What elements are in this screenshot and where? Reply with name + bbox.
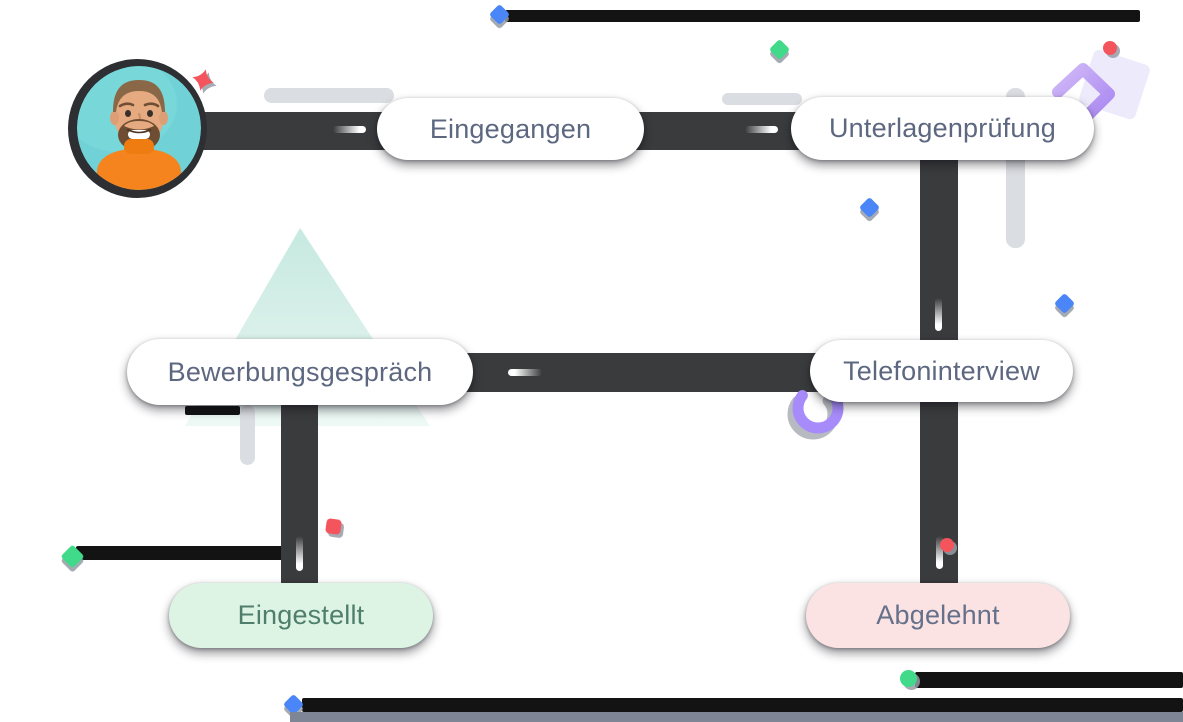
black-line-decoration [76,546,301,560]
road-dash [296,536,303,571]
stage-label: Bewerbungsgespräch [167,356,433,387]
stage-label: Eingegangen [429,113,592,144]
stage-label: Eingestellt [237,600,365,630]
road-dash [935,298,942,331]
red-star-decoration [192,69,214,91]
stage-pill-eingegangen: Eingegangen [377,98,644,160]
red-square-decoration [325,518,342,535]
road-dash [936,536,943,569]
applicant-avatar [77,66,201,190]
black-line-decoration [915,672,1183,688]
gray-bar-decoration [240,405,255,465]
blue-diamond-decoration [1053,292,1076,315]
stage-label: Unterlagenprüfung [828,113,1057,143]
stage-pill-eingestellt: Eingestellt [169,583,433,648]
purple-chevron-decoration [1052,63,1115,123]
black-line-decoration [505,10,1140,22]
gray-bar-decoration [264,88,394,103]
green-diamond-decoration [768,38,791,61]
stage-pill-telefoninterview: Telefoninterview [810,340,1073,402]
green-dot-decoration [900,670,917,687]
gray-bar-decoration [722,93,802,105]
blue-diamond-decoration [858,196,881,219]
bottom-gray-bar-decoration [290,712,1183,722]
purple-ring-decoration [792,382,844,434]
road-dash [745,126,778,133]
red-dot-decoration [1103,41,1117,55]
applicant-photo-illustration [77,66,201,190]
stage-pill-bewerbungsgespraech: Bewerbungsgespräch [127,339,473,405]
stage-pill-unterlagenpruefung: Unterlagenprüfung [791,97,1094,160]
stage-label: Abgelehnt [876,600,1000,630]
black-line-decoration [185,406,240,415]
road-dash [333,126,366,133]
red-dot-decoration [940,538,954,552]
stage-pill-abgelehnt: Abgelehnt [806,583,1070,648]
road-dash [508,369,542,376]
stage-label: Telefoninterview [843,355,1040,386]
black-line-decoration [302,698,1183,712]
